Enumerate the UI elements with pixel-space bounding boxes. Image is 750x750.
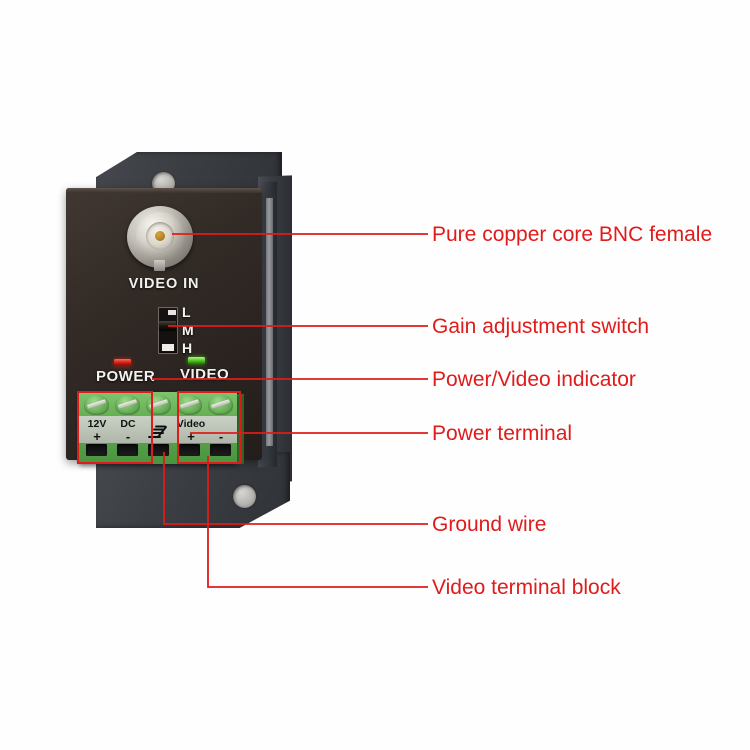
video-in-silkscreen: VIDEO IN [128,276,200,292]
terminal-label-dc: DC [120,418,136,430]
module-top-bevel [66,188,262,193]
power-terminal-highlight-box [77,391,153,464]
terminal-screw-5[interactable] [208,395,233,415]
power-led [114,359,131,366]
gain-switch-tip-top [168,310,176,315]
power-led-label: POWER [96,368,156,385]
callout-gain-switch: Gain adjustment switch [432,315,650,338]
terminal-screw-2[interactable] [115,395,140,415]
gain-position-h: H [182,340,193,356]
gain-switch-knob[interactable] [159,321,176,330]
terminal-label-12v: 12V [87,418,107,430]
bnc-connector[interactable] [122,198,200,278]
bnc-center-pin [155,231,165,241]
ground-symbol-icon [148,425,167,438]
terminal-screw-1[interactable] [84,395,109,415]
callout-bnc: Pure copper core BNC female [432,223,713,246]
video-led [188,357,205,364]
callout-power-terminal: Power terminal [432,422,573,445]
gain-position-l: L [182,304,191,320]
terminal-wire-hole-1[interactable] [86,444,107,456]
gain-switch-slot [160,309,176,352]
bnc-bayonet-lug [154,260,165,271]
video-led-label: VIDEO [180,366,230,383]
callout-indicator: Power/Video indicator [432,368,636,391]
terminal-wire-hole-2[interactable] [117,444,138,456]
terminal-label-video-plus: + [187,429,195,444]
gain-adjustment-switch[interactable] [158,307,178,354]
gain-position-m: M [182,322,194,338]
terminal-label-dc-polarity: - [125,429,131,444]
mounting-hole-bottom [233,485,256,508]
callout-ground-wire: Ground wire [432,513,547,536]
terminal-label-video-minus: - [218,429,224,444]
callout-video-terminal: Video terminal block [432,576,621,599]
terminal-label-12v-polarity: + [93,429,101,444]
video-terminal-highlight-box [177,391,241,464]
module-side-edge-strip [266,197,273,447]
terminal-screw-4[interactable] [177,395,202,415]
gain-switch-tip-bottom [162,344,174,351]
terminal-label-video: Video [176,418,206,430]
